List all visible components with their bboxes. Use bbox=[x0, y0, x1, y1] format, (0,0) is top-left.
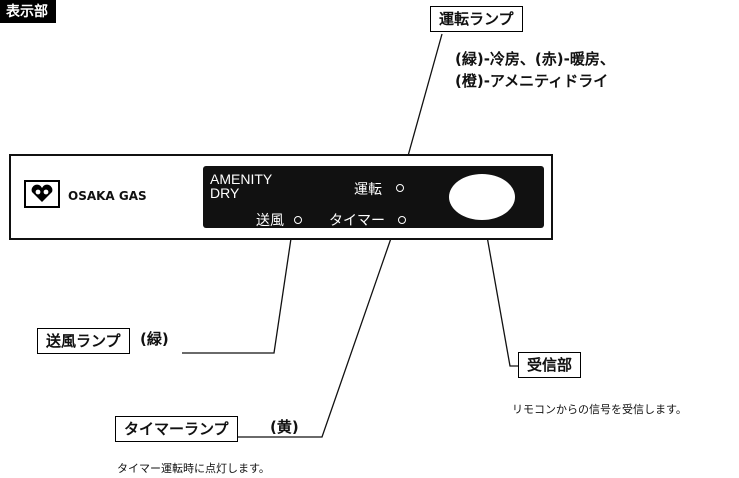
timer-lamp-color: (黄) bbox=[270, 418, 299, 436]
remote-receiver-window bbox=[449, 174, 515, 220]
fan-text: 送風 bbox=[256, 213, 284, 229]
timer-lamp-label: タイマーランプ bbox=[115, 416, 238, 442]
receiver-label: 受信部 bbox=[518, 352, 582, 378]
running-lamp-note-1: (緑)-冷房、(赤)-暖房、 bbox=[455, 50, 615, 68]
receiver-note: リモコンからの信号を受信します。 bbox=[512, 403, 687, 416]
section-header: 表示部 bbox=[0, 0, 56, 23]
fan-led-icon bbox=[294, 216, 302, 224]
running-lamp-note-2: (橙)-アメニティドライ bbox=[455, 72, 609, 90]
timer-lamp-note: タイマー運転時に点灯します。 bbox=[117, 462, 270, 475]
timer-text: タイマー bbox=[329, 213, 385, 229]
fan-lamp-label: 送風ランプ bbox=[37, 328, 130, 354]
running-text: 運転 bbox=[354, 182, 382, 198]
brand-name: OSAKA GAS bbox=[68, 189, 147, 203]
running-lamp-label: 運転ランプ bbox=[430, 6, 523, 32]
timer-lamp-leader bbox=[223, 220, 398, 438]
timer-led-icon bbox=[398, 216, 406, 224]
fan-lamp-leader bbox=[182, 224, 294, 354]
amenity-label: AMENITY bbox=[210, 171, 273, 187]
fan-lamp-color: (緑) bbox=[140, 330, 169, 348]
heart-logo-icon bbox=[24, 180, 60, 208]
running-led-icon bbox=[396, 184, 404, 192]
dry-label: DRY bbox=[210, 185, 240, 201]
